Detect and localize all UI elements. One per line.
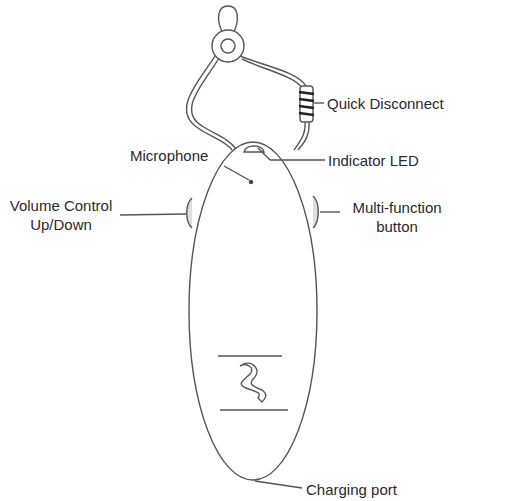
connector-ring — [299, 106, 314, 108]
left-wire-inner — [192, 58, 236, 149]
leader-line — [224, 166, 249, 180]
right-wire — [240, 56, 309, 150]
logo-line — [220, 409, 288, 410]
headset-body — [189, 142, 317, 480]
part-label: Quick Disconnect — [327, 94, 507, 113]
multi-function-button — [313, 196, 318, 228]
leader-line — [120, 214, 186, 215]
connector-ring — [299, 92, 314, 94]
leader-line — [320, 211, 340, 212]
leader-line — [270, 159, 325, 160]
logo-squiggle — [240, 363, 266, 402]
leader-line — [258, 148, 270, 160]
earpiece-center — [221, 39, 235, 53]
part-label: Indicator LED — [328, 151, 498, 170]
part-label: Microphone — [130, 146, 240, 165]
part-label: Charging port — [306, 480, 496, 499]
earpiece — [212, 30, 244, 62]
connector-ring — [299, 99, 314, 101]
leader-line — [255, 481, 302, 488]
ear-hook — [219, 6, 238, 32]
volume-button — [187, 198, 192, 228]
right-wire-inner — [242, 59, 305, 150]
connector-ring — [299, 113, 314, 115]
logo-line — [218, 355, 282, 356]
quick-disconnect-connector — [300, 86, 313, 122]
part-label: Volume Control Up/Down — [2, 196, 120, 234]
microphone-hole — [249, 180, 252, 183]
part-label: Multi-function button — [338, 198, 456, 236]
leader-line — [314, 102, 324, 103]
left-wire — [186, 56, 232, 150]
